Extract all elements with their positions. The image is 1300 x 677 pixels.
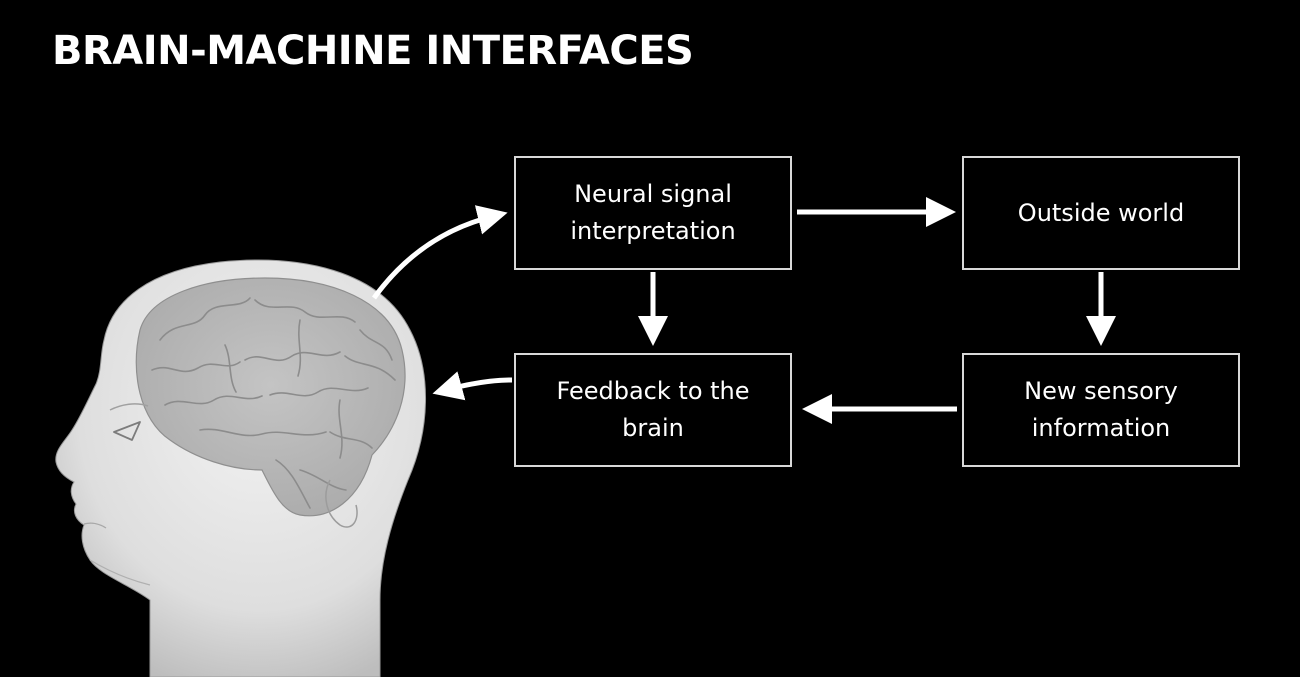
node-new-sensory-information: New sensory information <box>962 353 1240 467</box>
node-label-line: brain <box>622 414 684 442</box>
human-head-profile-icon <box>55 259 427 677</box>
node-label-line: Feedback to the <box>556 377 750 405</box>
arrow-feedback-to-head <box>432 371 513 401</box>
eye <box>113 421 141 441</box>
brain-shape <box>135 277 406 517</box>
node-label-line: New sensory <box>1024 377 1178 405</box>
page-title: BRAIN-MACHINE INTERFACES <box>52 28 694 74</box>
arrow-head-to-neural <box>371 205 508 300</box>
brain-folds <box>151 297 396 509</box>
node-feedback-to-the-brain: Feedback to the brain <box>514 353 792 467</box>
ear <box>325 479 358 528</box>
node-outside-world: Outside world <box>962 156 1240 270</box>
node-label-line: Neural signal <box>574 180 732 208</box>
node-label-line: information <box>1031 414 1171 442</box>
node-label-line: interpretation <box>570 217 736 245</box>
node-neural-signal-interpretation: Neural signal interpretation <box>514 156 792 270</box>
node-label-line: Outside world <box>1017 198 1185 227</box>
